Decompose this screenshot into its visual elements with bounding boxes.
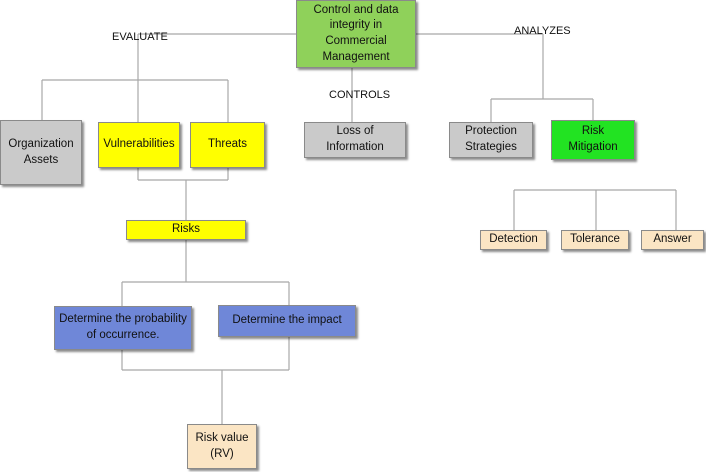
- node-protection-strategies: Protection Strategies: [449, 122, 533, 158]
- node-organization-assets: Organization Assets: [0, 120, 82, 185]
- node-determine-impact: Determine the impact: [218, 305, 356, 337]
- node-risks: Risks: [126, 220, 246, 240]
- edge-label-analyzes: ANALYZES: [514, 25, 571, 37]
- edge-label-controls: CONTROLS: [329, 89, 391, 101]
- node-loss-of-information: Loss of Information: [304, 122, 406, 158]
- node-detection: Detection: [480, 230, 547, 250]
- edge-label-evaluate: EVALUATE: [112, 31, 168, 43]
- root-node: Control and data integrity in Commercial…: [296, 0, 416, 68]
- node-risk-mitigation: Risk Mitigation: [551, 120, 635, 160]
- node-risk-value: Risk value (RV): [187, 424, 257, 469]
- node-tolerance: Tolerance: [561, 230, 629, 250]
- node-determine-probability: Determine the probability of occurrence.: [54, 306, 192, 350]
- node-vulnerabilities: Vulnerabilities: [98, 122, 180, 168]
- node-threats: Threats: [190, 122, 265, 168]
- node-answer: Answer: [641, 230, 704, 250]
